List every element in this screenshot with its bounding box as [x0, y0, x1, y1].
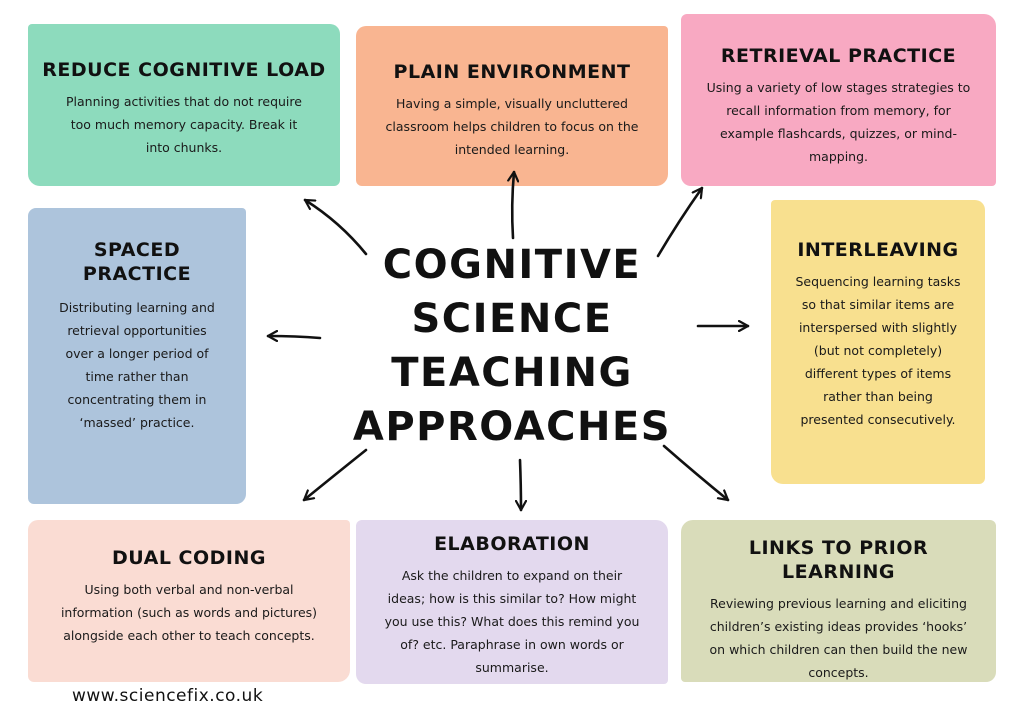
arrow-to-plain-environment — [512, 170, 514, 240]
card-body: Using a variety of low stages strategies… — [706, 80, 971, 164]
center-title-line: TEACHING — [391, 350, 633, 396]
center-title-line: SCIENCE — [411, 296, 613, 342]
card-title: REDUCE COGNITIVE LOAD — [42, 59, 326, 81]
card-spaced-practice: SPACED PRACTICE Distributing learning an… — [28, 208, 246, 504]
center-title: COGNITIVE SCIENCE TEACHING APPROACHES — [340, 238, 684, 454]
card-title: DUAL CODING — [112, 547, 266, 569]
arrow-to-links-to-prior-learning — [662, 444, 730, 502]
arrow-to-spaced-practice — [266, 336, 322, 338]
card-body: Sequencing learning tasks so that simila… — [795, 274, 961, 427]
card-body: Reviewing previous learning and elicitin… — [709, 596, 968, 680]
card-body: Ask the children to expand on their idea… — [384, 568, 640, 675]
footer-url: www.sciencefix.co.uk — [72, 686, 264, 706]
card-body: Using both verbal and non-verbal informa… — [60, 582, 318, 643]
card-interleaving: INTERLEAVING Sequencing learning tasks s… — [771, 200, 985, 484]
center-title-line: APPROACHES — [352, 404, 672, 450]
card-title: ELABORATION — [434, 533, 590, 555]
card-title: SPACED PRACTICE — [82, 239, 192, 285]
card-body: Distributing learning and retrieval oppo… — [59, 300, 215, 430]
arrow-to-elaboration — [520, 458, 521, 512]
card-title: INTERLEAVING — [797, 239, 959, 261]
card-reduce-cognitive-load: REDUCE COGNITIVE LOAD Planning activitie… — [28, 24, 340, 186]
card-dual-coding: DUAL CODING Using both verbal and non-ve… — [28, 520, 350, 682]
arrow-to-reduce-cognitive-load — [303, 198, 368, 256]
arrow-to-retrieval-practice — [656, 186, 704, 258]
card-plain-environment: PLAIN ENVIRONMENT Having a simple, visua… — [356, 26, 668, 186]
center-title-line: COGNITIVE — [382, 242, 642, 288]
card-body: Having a simple, visually uncluttered cl… — [385, 96, 639, 157]
card-title: LINKS TO PRIOR LEARNING — [748, 537, 929, 583]
card-body: Planning activities that do not require … — [66, 94, 302, 155]
card-retrieval-practice: RETRIEVAL PRACTICE Using a variety of lo… — [681, 14, 996, 186]
card-title: PLAIN ENVIRONMENT — [393, 61, 631, 83]
card-title: RETRIEVAL PRACTICE — [720, 45, 957, 67]
arrow-to-dual-coding — [302, 448, 368, 502]
card-elaboration: ELABORATION Ask the children to expand o… — [356, 520, 668, 684]
card-links-to-prior-learning: LINKS TO PRIOR LEARNING Reviewing previo… — [681, 520, 996, 682]
